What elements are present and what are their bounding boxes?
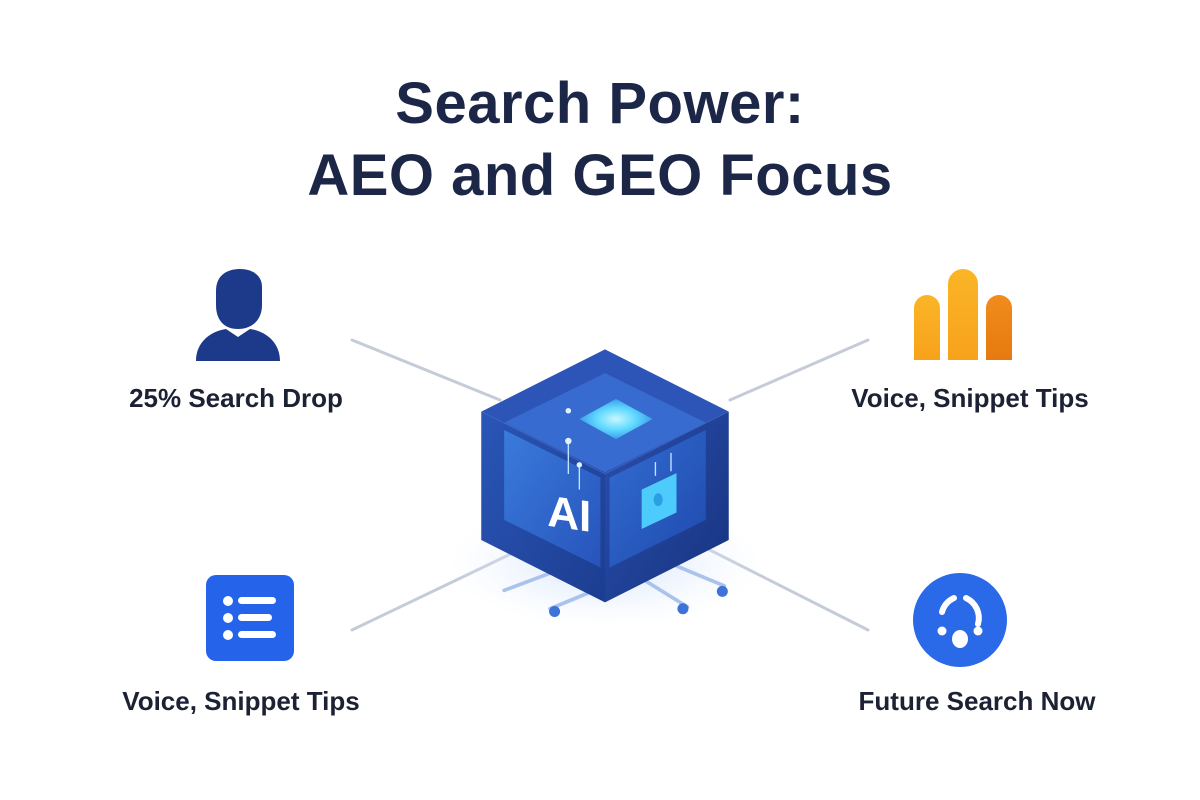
node-label-bottom-left: Voice, Snippet Tips <box>122 686 360 716</box>
title-line-1: Search Power: <box>395 71 805 136</box>
voice-signal-icon <box>913 573 1007 667</box>
node-label-top-left: 25% Search Drop <box>129 383 343 413</box>
title-line-2: AEO and GEO Focus <box>307 143 893 208</box>
connector-top-right <box>728 338 870 402</box>
ai-cube: AI <box>440 320 770 650</box>
bar-chart-icon <box>914 269 1012 360</box>
page-title: Search Power: AEO and GEO Focus <box>0 68 1200 212</box>
svg-text:AI: AI <box>547 487 591 542</box>
list-icon <box>206 575 294 661</box>
user-icon <box>196 269 280 361</box>
node-label-bottom-right: Future Search Now <box>858 686 1096 716</box>
connector-top-left <box>350 338 502 402</box>
node-label-top-right: Voice, Snippet Tips <box>851 383 1089 413</box>
ai-cube-icon: AI <box>449 349 761 628</box>
lock-icon <box>641 473 677 529</box>
